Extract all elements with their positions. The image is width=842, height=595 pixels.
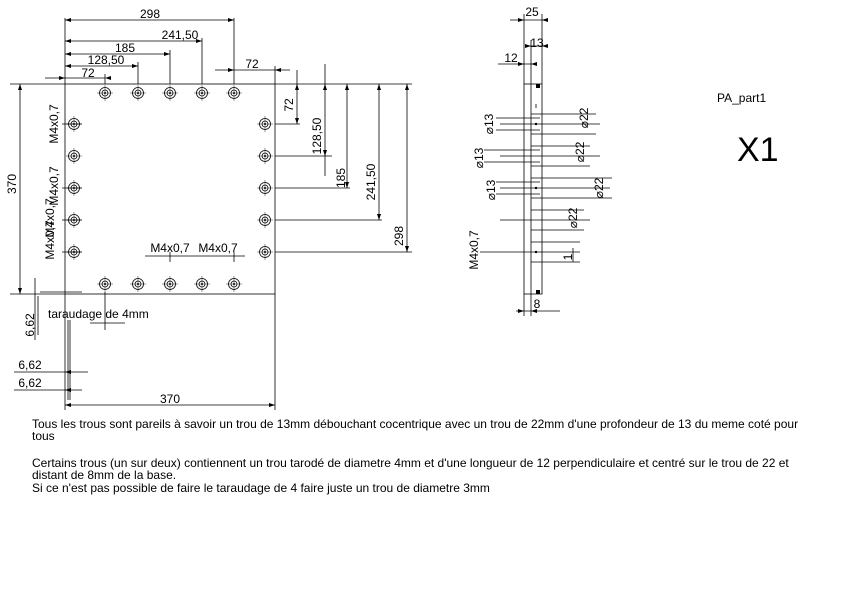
- part-quantity: X1: [737, 131, 779, 169]
- thread-label-bottom-2: M4x0,7: [198, 241, 238, 255]
- hole: [194, 85, 210, 101]
- hole: [130, 85, 146, 101]
- hole-pattern: [66, 85, 273, 292]
- hole: [257, 180, 273, 196]
- dim-right-241: 241,50: [364, 163, 378, 200]
- dim-right-185: 185: [334, 168, 348, 188]
- hole: [66, 180, 82, 196]
- hole: [97, 85, 113, 101]
- hole: [257, 116, 273, 132]
- dim-side-13: 13: [530, 36, 544, 50]
- hole: [226, 85, 242, 101]
- hole: [162, 276, 178, 292]
- side-diam13-2: ⌀13: [472, 147, 486, 168]
- side-diam22-3: ⌀22: [592, 177, 606, 198]
- thread-label-bottom-1: M4x0,7: [150, 241, 190, 255]
- hole: [226, 276, 242, 292]
- dim-right-72: 72: [282, 98, 296, 112]
- note-paragraph-3: Si ce n'est pas possible de faire le tar…: [32, 481, 490, 495]
- dim-top-241: 241,50: [162, 28, 199, 42]
- side-diam22-4: ⌀22: [566, 207, 580, 228]
- hole: [130, 276, 146, 292]
- dim-side-8: 8: [534, 297, 541, 311]
- side-view: [480, 14, 612, 316]
- thread-label-2: M4x0,7: [47, 166, 61, 206]
- dim-top-right-72: 72: [245, 57, 259, 71]
- dim-offset-b: 6,62: [18, 358, 42, 372]
- thread-label-3: M4x0,7: [43, 198, 57, 238]
- dim-top-72: 72: [81, 66, 95, 80]
- thread-label-4: M4x0,7: [43, 220, 57, 260]
- side-diam22-2: ⌀22: [573, 141, 587, 162]
- note-paragraph-2: Certains trous (un sur deux) contiennent…: [32, 456, 789, 482]
- side-diam13-3: ⌀13: [484, 179, 498, 200]
- part-name: PA_part1: [717, 91, 767, 105]
- dim-top-128: 128,50: [88, 53, 125, 67]
- side-diam13-1: ⌀13: [482, 113, 496, 134]
- dim-top-298: 298: [140, 7, 160, 21]
- dim-right-298: 298: [392, 226, 406, 246]
- dim-width-370: 370: [160, 392, 180, 406]
- hole: [66, 148, 82, 164]
- thread-label-1: M4x0,7: [47, 104, 61, 144]
- dim-offset-c: 6,62: [18, 376, 42, 390]
- hole: [257, 212, 273, 228]
- side-thread-label: M4x0,7: [467, 230, 481, 270]
- hole: [97, 276, 113, 292]
- tapping-note: taraudage de 4mm: [48, 307, 149, 321]
- dim-offset-a: 6,62: [23, 313, 37, 337]
- dim-height-370: 370: [5, 174, 19, 194]
- dim-side-25: 25: [525, 5, 539, 19]
- plate-outline: [64, 83, 276, 295]
- hole: [257, 148, 273, 164]
- dim-right-128: 128,50: [310, 117, 324, 154]
- hole: [257, 244, 273, 260]
- note-paragraph-1: Tous les trous sont pareils à savoir un …: [32, 417, 799, 443]
- hole: [162, 85, 178, 101]
- hole: [194, 276, 210, 292]
- hole: [66, 212, 82, 228]
- dim-top-185: 185: [115, 41, 135, 55]
- hole: [66, 244, 82, 260]
- dim-side-12: 12: [504, 51, 518, 65]
- hole: [66, 116, 82, 132]
- side-diam22-1: ⌀22: [577, 107, 591, 128]
- dim-side-1: 1: [561, 253, 575, 260]
